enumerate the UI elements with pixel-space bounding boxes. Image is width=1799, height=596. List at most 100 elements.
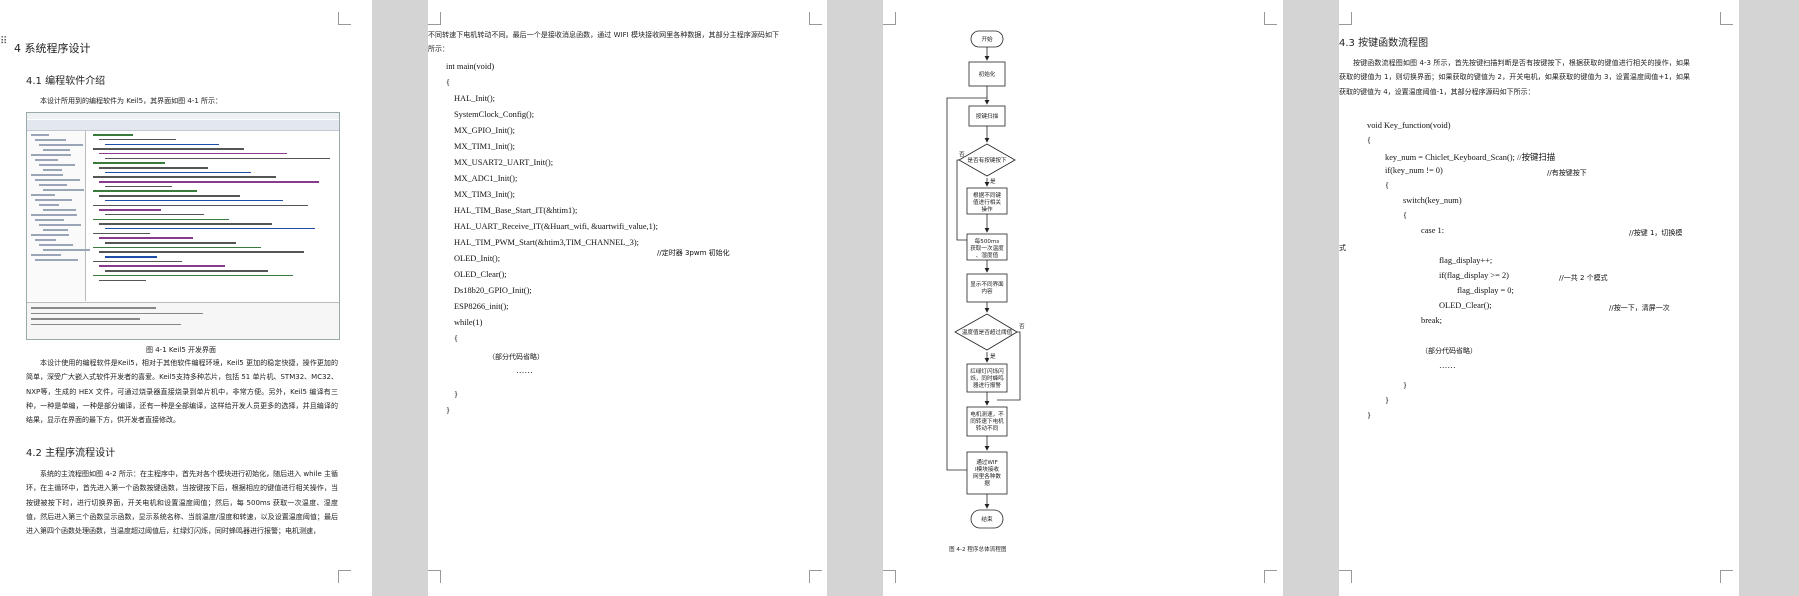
page-corner-mark (1264, 12, 1277, 25)
flow-yes-label: 是 (990, 353, 996, 360)
page-corner-mark (809, 12, 822, 25)
section-heading-4-3: 4.3 按键函数流程图 (1339, 38, 1429, 49)
section-heading-4-1: 4.1 编程软件介绍 (26, 76, 106, 87)
paragraph-keil: 本设计使用的编程软件是Keil5，相对于其他软件编程环境，Keil5 更加的稳定… (26, 359, 338, 425)
page-corner-mark (1720, 570, 1733, 583)
code-line: flag_display++; (1439, 256, 1493, 265)
flow-init-label: 初始化 (979, 70, 996, 78)
code-line: OLED_Clear(); (454, 270, 507, 279)
code-line: MX_GPIO_Init(); (454, 126, 515, 135)
code-line: key_num = Chiclet_Keyboard_Scan(); //按键扫… (1385, 153, 1556, 162)
page-corner-mark (1264, 570, 1277, 583)
flow-display-label: 显示不同界面内容 (970, 281, 1004, 295)
figure-caption: 图 4-1 Keil5 开发界面 (146, 346, 216, 354)
page-corner-mark (428, 570, 441, 583)
code-line: void Key_function(void) (1367, 121, 1451, 130)
document-page-2: 不同转速下电机转动不同。最后一个是接收消息函数，通过 WIFI 模块接收网里各种… (428, 0, 827, 596)
code-line: if(key_num != 0) (1385, 166, 1443, 175)
flow-temp-read-node (966, 233, 1008, 261)
page-corner-mark (338, 570, 351, 583)
ide-code-editor (87, 131, 339, 301)
flowchart-caption: 图 4-2 程序总体流程图 (949, 545, 1007, 553)
page-corner-mark (809, 570, 822, 583)
page-corner-mark (883, 570, 896, 583)
page-gap (372, 0, 428, 596)
page-corner-mark (1339, 570, 1352, 583)
key-function-intro: 按键函数流程图如图 4-3 所示，首先按键扫描判断是否有按键按下，根据获取的键值… (1339, 59, 1690, 96)
page-corner-mark (428, 12, 441, 25)
code-comment: //有按键按下 (1547, 169, 1587, 177)
keil5-screenshot-image (26, 112, 340, 340)
page-corner-mark (1339, 12, 1352, 25)
code-comment-wrap: 式 (1339, 244, 1346, 252)
section-heading-4-2: 4.2 主程序流程设计 (26, 448, 116, 459)
code-line: MX_USART2_UART_Init(); (454, 158, 554, 167)
code-line: flag_display = 0; (1457, 286, 1514, 295)
ide-project-tree (27, 131, 90, 301)
code-line: HAL_TIM_Base_Start_IT(&htim1); (454, 206, 578, 215)
code-line: （部分代码省略） (1421, 347, 1477, 355)
page-corner-mark (338, 12, 351, 25)
code-line: } (1403, 381, 1408, 390)
flow-init-node (968, 61, 1006, 87)
drag-handle-icon[interactable]: ⠿ (0, 36, 9, 47)
flow-key-action-node (966, 187, 1008, 215)
code-line: break; (1421, 316, 1442, 325)
code-line: …… (1439, 361, 1456, 370)
code-line: } (446, 406, 451, 415)
flow-alarm-node (966, 363, 1008, 393)
flow-end-node (970, 509, 1004, 529)
code-line: { (446, 78, 451, 87)
code-line: } (1385, 396, 1390, 405)
intro-text: 本设计所用到的编程软件为 Keil5，其界面如图 4-1 所示： (40, 97, 222, 105)
flow-start-node (970, 30, 1004, 48)
code-comment: //按键 1，切换模 (1629, 229, 1683, 237)
code-line: SystemClock_Config(); (454, 110, 535, 119)
code-comment: //一共 2 个模式 (1559, 274, 1608, 282)
page-gap (827, 0, 883, 596)
paragraph-main-flow: 系统的主流程图如图 4-2 所示：在主程序中，首先对各个模块进行初始化，随后进入… (26, 470, 338, 536)
code-line: { (454, 334, 459, 343)
code-line: { (1403, 211, 1408, 220)
flow-temp-decision-label: 温度值是否超过阈值 (962, 328, 1013, 336)
flow-wifi-node (966, 451, 1008, 495)
code-line: { (1367, 136, 1372, 145)
page-gap (1739, 0, 1799, 596)
flow-motor-node (966, 406, 1008, 437)
code-line: …… (516, 366, 533, 375)
code-line: { (1385, 181, 1390, 190)
flow-display-node (966, 273, 1008, 303)
document-page-1: ⠿ 4 系统程序设计 4.1 编程软件介绍 本设计所用到的编程软件为 Keil5… (0, 0, 372, 596)
document-page-4: 4.3 按键函数流程图 按键函数流程图如图 4-3 所示，首先按键扫描判断是否有… (1339, 0, 1739, 596)
flow-end-label: 结束 (981, 515, 993, 523)
flow-scan-node (968, 105, 1006, 127)
code-line: } (1367, 411, 1372, 420)
code-line: OLED_Init(); (454, 254, 501, 263)
code-line: MX_ADC1_Init(); (454, 174, 518, 183)
code-line: if(flag_display >= 2) (1439, 271, 1509, 280)
page-corner-mark (883, 12, 896, 25)
code-line: ESP8266_init(); (454, 302, 509, 311)
code-line: } (454, 390, 459, 399)
code-line: Ds18b20_GPIO_Init(); (454, 286, 532, 295)
flow-no-label: 否 (959, 151, 965, 158)
page-corner-mark (1720, 12, 1733, 25)
flow-no-label: 否 (1019, 323, 1025, 330)
flow-alarm-label: 红绿灯闪烁闪烁，同时蜂鸣器进行报警 (970, 367, 1004, 389)
code-comment: //按一下，清屏一次 (1609, 304, 1670, 312)
code-line: HAL_Init(); (454, 94, 495, 103)
code-line: case 1: (1421, 226, 1445, 235)
code-line: MX_TIM3_Init(); (454, 190, 515, 199)
code-line: switch(key_num) (1403, 196, 1462, 205)
ide-menubar (27, 113, 339, 127)
chapter-heading: 4 系统程序设计 (14, 42, 91, 55)
flow-scan-label: 按键扫描 (976, 112, 999, 120)
code-line: while(1) (454, 318, 483, 327)
code-line: int main(void) (446, 62, 495, 71)
flow-key-decision-label: 是否有按键按下 (967, 156, 1007, 164)
flow-key-action-label: 根据不同键值进行相关操作 (973, 191, 1001, 213)
code-line: OLED_Clear(); (1439, 301, 1492, 310)
code-line: HAL_UART_Receive_IT(&Huart_wifi, &uartwi… (454, 222, 658, 231)
